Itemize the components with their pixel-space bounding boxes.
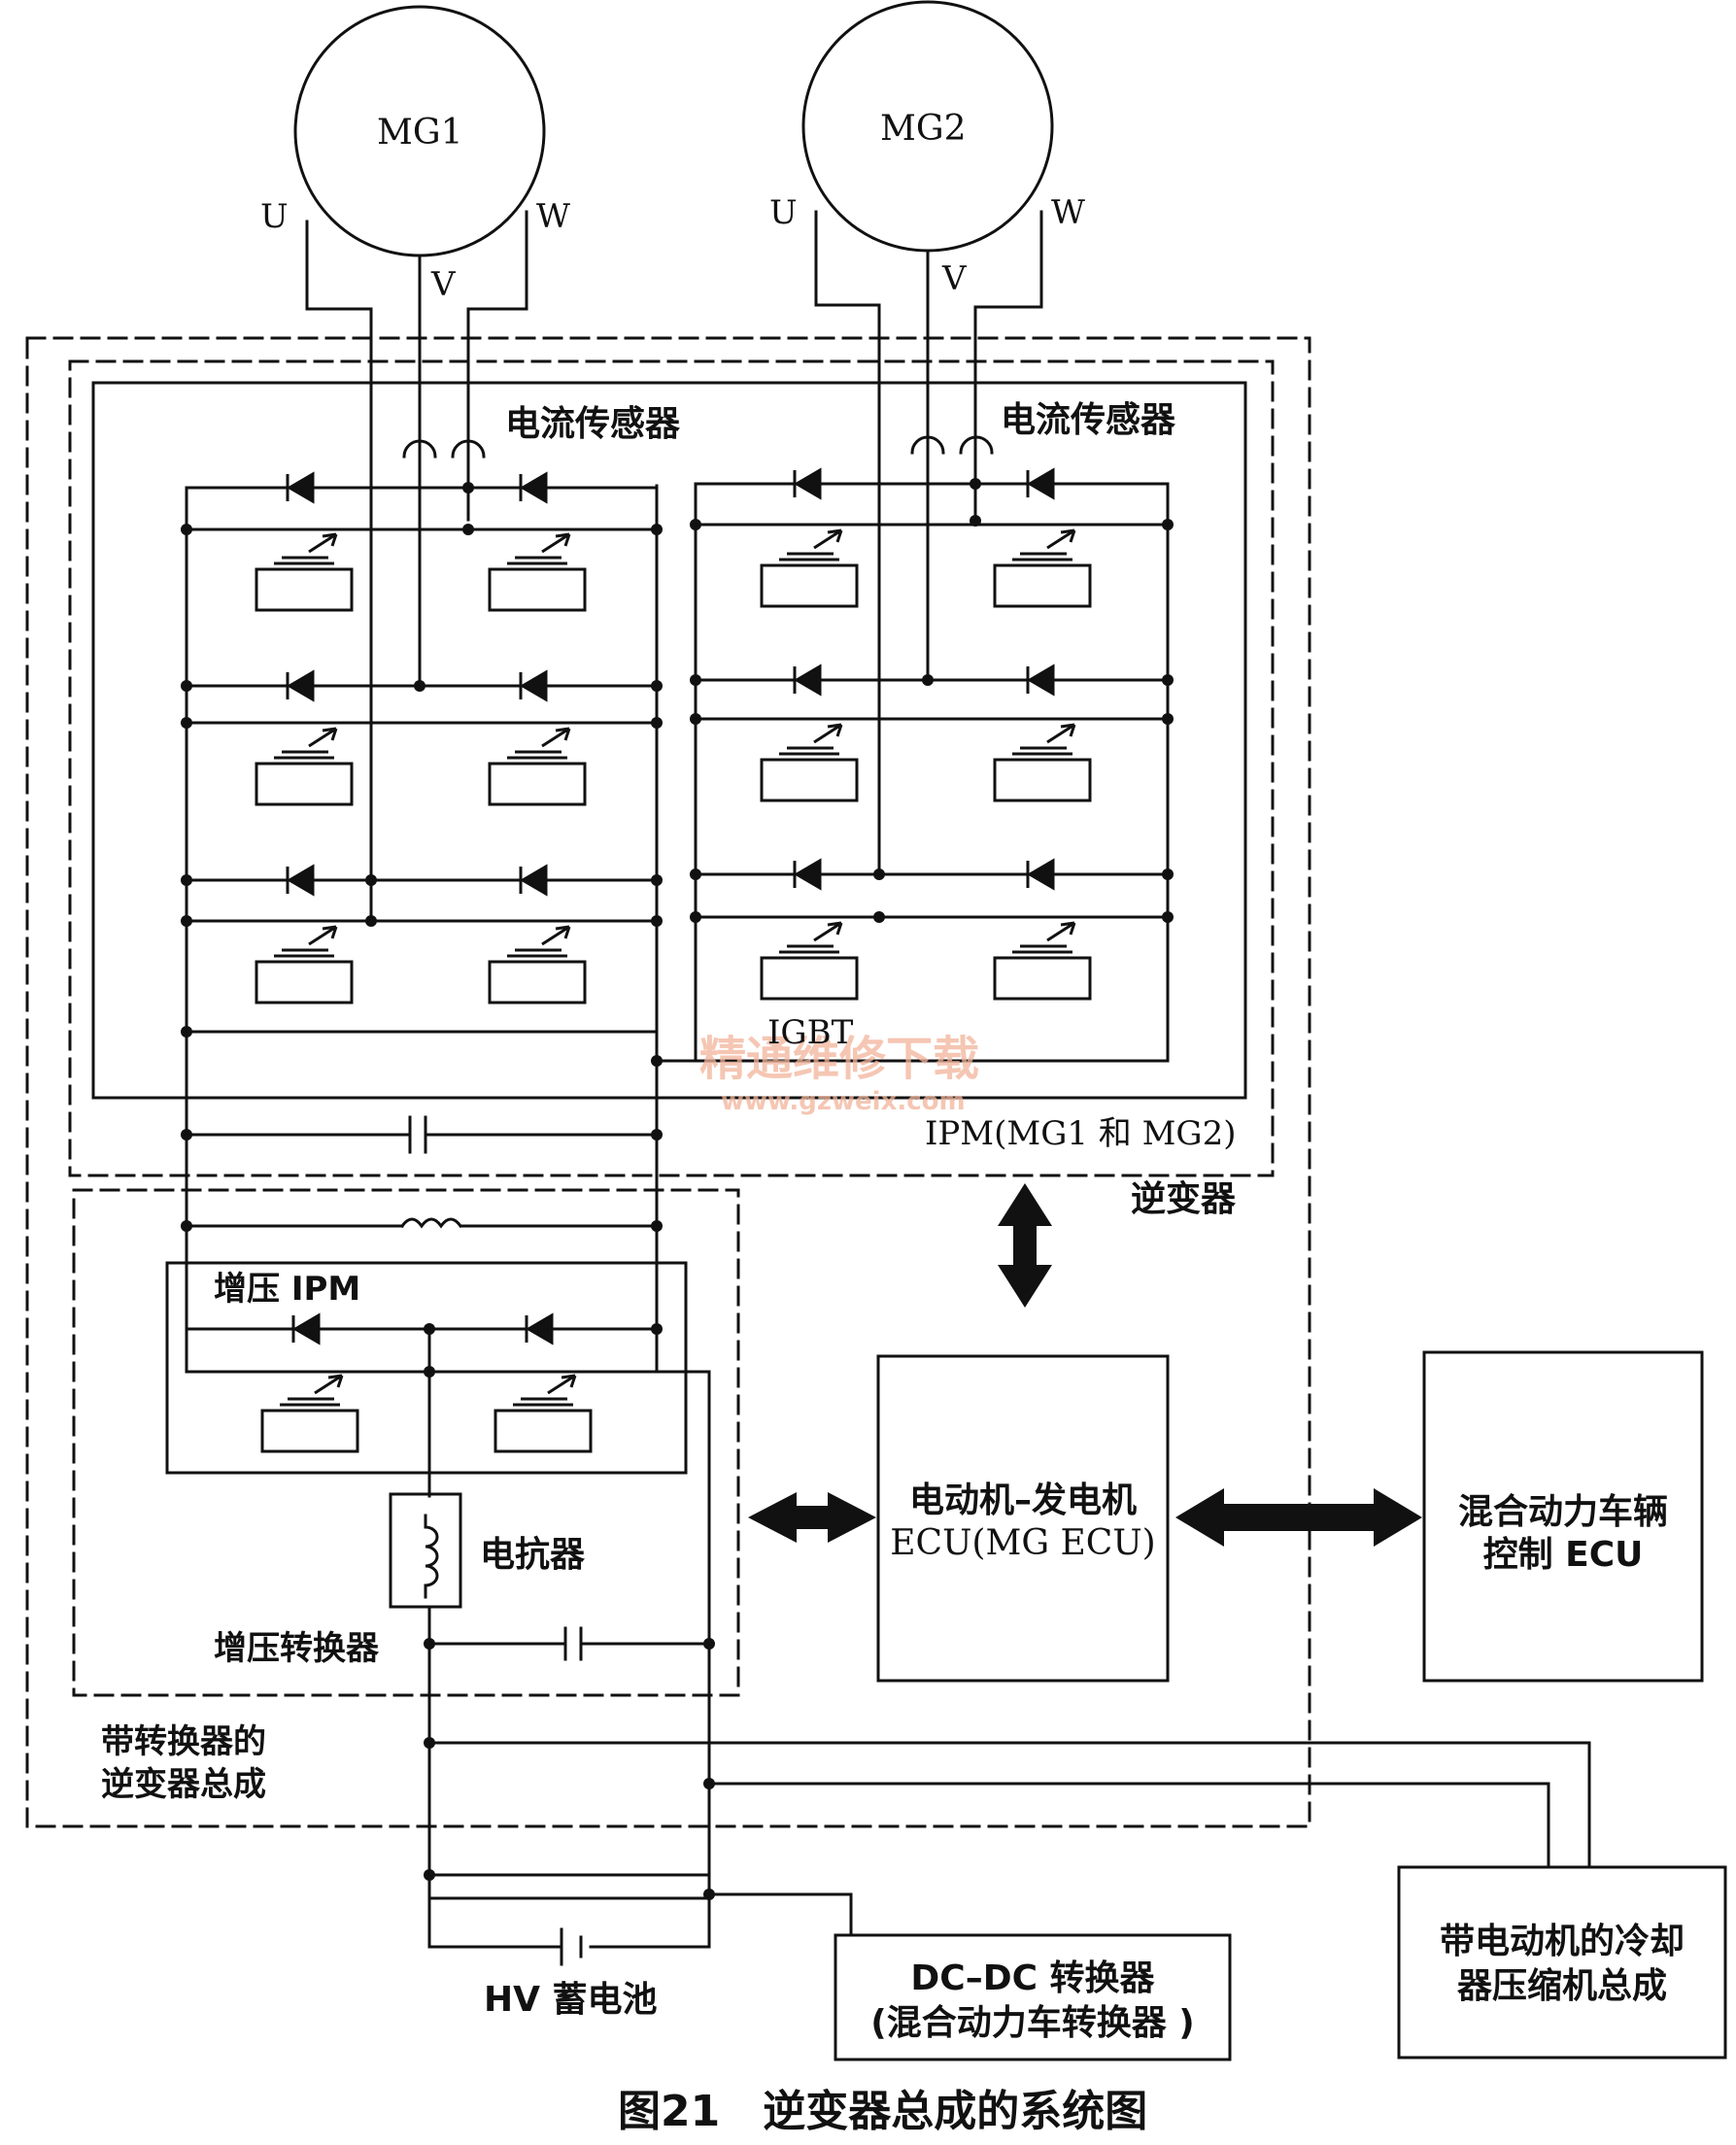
mg1-w-label: W xyxy=(536,197,570,236)
hv-battery-label: HV 蓄电池 xyxy=(484,1980,658,2020)
diode-icon xyxy=(286,864,315,897)
boost-negative xyxy=(427,1605,711,1949)
mg1-w-lead xyxy=(466,210,528,522)
igbt-icon xyxy=(760,528,859,608)
boost-ipm-box xyxy=(165,1261,688,1475)
mg1-u-lead xyxy=(305,220,373,919)
boost-output xyxy=(655,1370,711,1896)
compressor-label-line2: 器压缩机总成 xyxy=(1457,1966,1667,2006)
diode-icon xyxy=(1026,467,1055,500)
igbt-icon xyxy=(760,723,859,802)
watermark-url: www.gzweix.com xyxy=(721,1087,966,1116)
mg2-u-label: U xyxy=(769,193,798,232)
current-sensor-label: 电流传感器 xyxy=(505,404,681,444)
mg2-u-lead xyxy=(814,210,881,873)
mg1-u-label: U xyxy=(260,197,289,236)
mg2-bridge-rail-right xyxy=(694,482,1170,1063)
reactor-label: 电抗器 xyxy=(480,1534,586,1575)
double-arrow-icon xyxy=(748,1492,876,1543)
ipm-label: IPM(MG1 和 MG2) xyxy=(925,1114,1236,1153)
diode-icon xyxy=(1026,664,1055,697)
diode-icon xyxy=(793,858,822,891)
mg2-v-label: V xyxy=(941,259,968,298)
boost-capacitor xyxy=(563,1626,583,1661)
current-sensor-label: 电流传感器 xyxy=(1001,400,1176,440)
igbt-icon xyxy=(993,723,1092,802)
ipm-box xyxy=(91,381,1247,1100)
mg2-w-label: W xyxy=(1051,193,1085,232)
junction-dots xyxy=(181,478,1174,1900)
mg-ecu-label-line2: ECU(MG ECU) xyxy=(890,1523,1155,1563)
dcdc-converter-box xyxy=(834,1933,1232,2061)
igbt-icon xyxy=(260,1374,359,1453)
diode-icon xyxy=(286,669,315,702)
diode-icon xyxy=(286,471,315,504)
dcdc-label-line2: (混合动力车转换器 ) xyxy=(870,2003,1194,2043)
igbt-icon xyxy=(993,528,1092,608)
igbt-label: IGBT xyxy=(767,1013,854,1052)
hv-ecu-box xyxy=(1422,1350,1704,1683)
inverter-boundary xyxy=(68,359,1275,1177)
current-sensor-arc xyxy=(910,435,994,455)
double-arrow-icon xyxy=(998,1183,1052,1308)
assembly-label-line1: 带转换器的 xyxy=(101,1722,266,1761)
mg-ecu-label-line1: 电动机–发电机 xyxy=(909,1481,1137,1520)
igbt-icon xyxy=(255,727,354,806)
diode-icon xyxy=(793,664,822,697)
hv-ecu-label-line2: 控制 ECU xyxy=(1483,1535,1644,1575)
diode-icon xyxy=(519,669,548,702)
watermark-text: 精通维修下载 xyxy=(699,1032,979,1086)
igbt-icon xyxy=(255,925,354,1004)
diode-icon xyxy=(519,471,548,504)
dcdc-feed xyxy=(707,1892,853,1935)
compressor-feed xyxy=(427,1741,1591,1869)
boost-converter-boundary xyxy=(72,1188,740,1697)
mg2-igbt-row xyxy=(694,523,1170,919)
dcdc-label-line1: DC–DC 转换器 xyxy=(910,1958,1155,1998)
compressor-box xyxy=(1397,1865,1727,2060)
smoothing-capacitor xyxy=(408,1115,427,1154)
inverter-label: 逆变器 xyxy=(1131,1178,1237,1219)
arrows xyxy=(748,1183,1422,1547)
diode-symbols xyxy=(286,467,1055,1345)
igbt-icon xyxy=(255,532,354,612)
reactor-box xyxy=(389,1492,462,1609)
mg1-label: MG1 xyxy=(377,113,463,153)
mg2-w-lead xyxy=(973,210,1043,522)
igbt-icon xyxy=(488,727,587,806)
hv-battery-loop xyxy=(427,1873,711,1900)
mg1-v-label: V xyxy=(430,265,457,304)
mg2-label: MG2 xyxy=(880,109,967,149)
mg-ecu-box xyxy=(876,1354,1170,1683)
boost-converter-label: 增压转换器 xyxy=(214,1629,380,1668)
reactor-coil xyxy=(424,1514,439,1599)
igbt-icon xyxy=(488,925,587,1004)
igbt-icon xyxy=(760,921,859,1001)
diode-icon xyxy=(525,1312,554,1345)
mg2-bridge-rail-left xyxy=(655,484,698,1063)
assembly-label-line2: 逆变器总成 xyxy=(101,1765,266,1804)
dc-bus xyxy=(185,1133,659,1374)
igbt-icon xyxy=(494,1374,593,1453)
filter-inductor xyxy=(399,1217,463,1229)
double-arrow-icon xyxy=(1175,1488,1422,1547)
compressor-label-line1: 带电动机的冷却 xyxy=(1440,1922,1685,1961)
diode-icon xyxy=(519,864,548,897)
hv-ecu-label-line1: 混合动力车辆 xyxy=(1458,1492,1668,1532)
igbt-icon xyxy=(488,532,587,612)
mg1-igbt-row xyxy=(185,528,659,923)
diode-icon xyxy=(291,1312,321,1345)
boost-ipm-label: 增压 IPM xyxy=(214,1270,360,1309)
current-sensor-arc xyxy=(402,439,486,459)
inverter-assembly-boundary xyxy=(25,336,1311,1828)
diode-icon xyxy=(1026,858,1055,891)
hv-battery-symbol xyxy=(560,1927,583,1966)
figure-caption: 图21 逆变器总成的系统图 xyxy=(618,2087,1147,2136)
igbt-icon xyxy=(993,921,1092,1001)
igbt-symbols xyxy=(255,528,1092,1453)
diode-icon xyxy=(793,467,822,500)
